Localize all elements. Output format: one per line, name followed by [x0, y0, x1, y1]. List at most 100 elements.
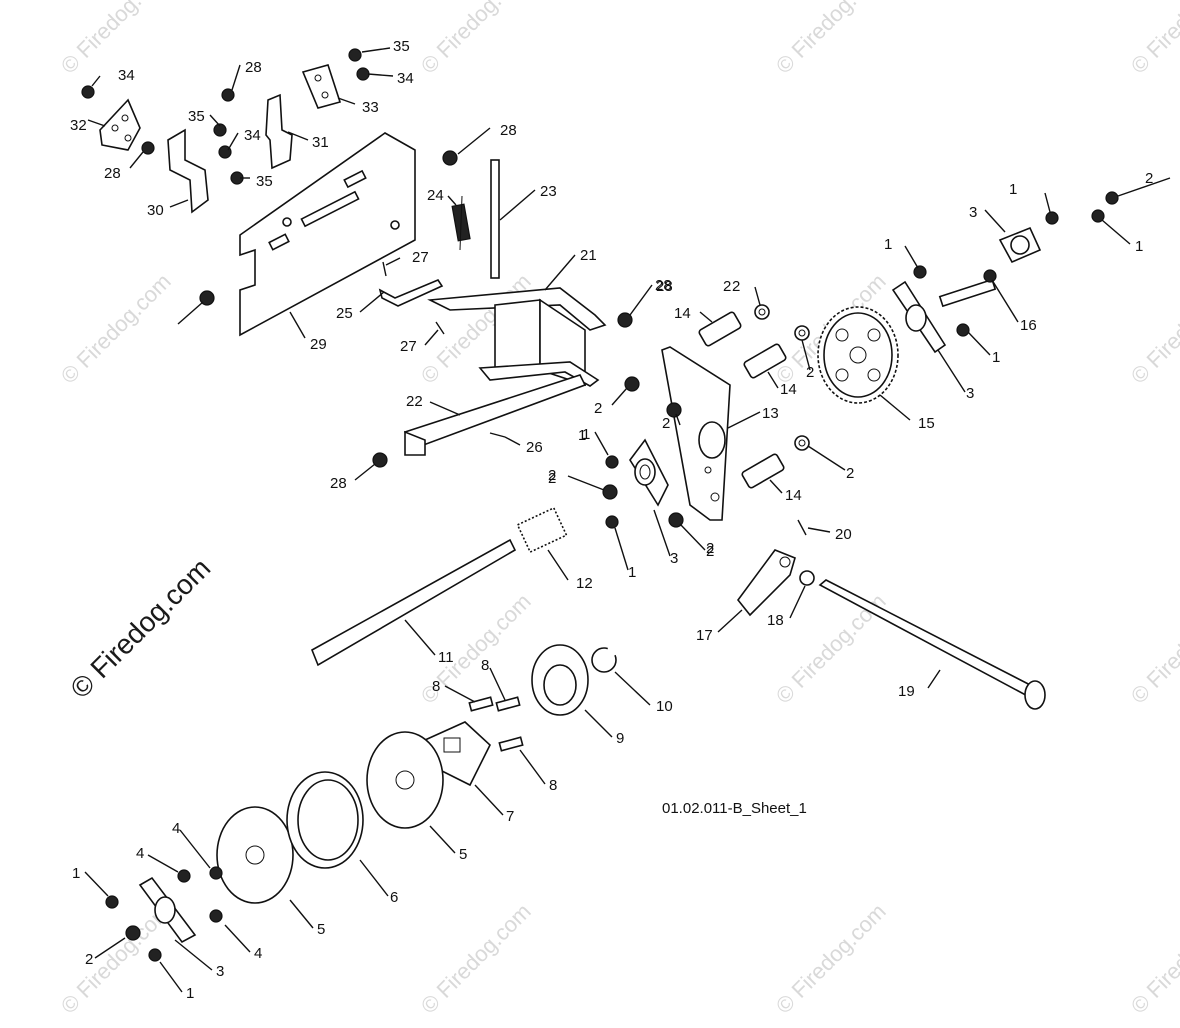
callout-label: 26 — [526, 439, 543, 456]
callout-label: 6 — [390, 889, 398, 906]
callout-label: 2 — [662, 415, 670, 432]
callout-label: 5 — [459, 846, 467, 863]
callout-label: 1 — [1135, 238, 1143, 255]
callout-label: 34 — [244, 127, 261, 144]
callout-label: 9 — [616, 730, 624, 747]
leader-lines — [84, 47, 1171, 993]
callout-label: 34 — [118, 67, 135, 84]
watermark: © Firedog.com — [416, 0, 536, 79]
bearing-plate-3b-drawing — [891, 280, 947, 354]
callout-label: 7 — [506, 808, 514, 825]
plate-13-drawing — [661, 346, 731, 521]
watermark: © Firedog.com — [416, 899, 536, 1019]
callout-label: 2 — [806, 364, 814, 381]
callout-label: 28 — [104, 165, 121, 182]
callout-label: 13 — [762, 405, 779, 422]
watermark: © Firedog.com — [1126, 589, 1180, 709]
clip-10-drawing — [591, 647, 617, 673]
callout-label: 18 — [767, 612, 784, 629]
callout-label: 12 — [576, 575, 593, 592]
callout-label: 1 — [186, 985, 194, 1002]
callout-label: 3 — [216, 963, 224, 980]
spring-24-drawing — [451, 195, 471, 251]
callout-label: 31 — [312, 134, 329, 151]
disc-5b-drawing — [216, 806, 294, 904]
callout-label: 3 — [966, 385, 974, 402]
callout-label: 5 — [317, 921, 325, 938]
callout-label: 1 — [578, 427, 586, 444]
callout-label: 2 — [732, 278, 740, 295]
callout-label: 2 — [706, 543, 714, 560]
gear-15-drawing — [817, 306, 899, 404]
flange-3c-drawing — [138, 876, 197, 944]
bolt-28-drawing — [617, 312, 633, 328]
callout-label: 17 — [696, 627, 713, 644]
callout-label: 2 — [85, 951, 93, 968]
pin-27-b-drawing — [435, 321, 445, 335]
callout-label: 34 — [397, 70, 414, 87]
callout-label: 19 — [898, 683, 915, 700]
callout-label: 29 — [310, 336, 327, 353]
flange-3-drawing — [998, 226, 1042, 264]
callout-label: 2 — [594, 400, 602, 417]
watermark: © Firedog.com — [56, 269, 176, 389]
callout-label: 4 — [172, 820, 180, 837]
callout-label: 20 — [835, 526, 852, 543]
pin-20-drawing — [797, 519, 807, 536]
callout-label: 1 — [992, 349, 1000, 366]
callout-label: 2 — [1145, 170, 1153, 187]
watermark: © Firedog.com — [771, 899, 891, 1019]
bracket-31-drawing — [265, 93, 293, 170]
nuts-lower-left — [105, 866, 223, 962]
sheet-label: 01.02.011-B_Sheet_1 — [662, 800, 807, 817]
callout-label: 1 — [884, 236, 892, 253]
callout-label: 8 — [549, 777, 557, 794]
callout-label: 27 — [400, 338, 417, 355]
bolt-28-drawing — [372, 452, 388, 468]
spacers-14-drawing — [698, 311, 787, 489]
callout-label: 4 — [254, 945, 262, 962]
callout-label: 14 — [780, 381, 797, 398]
callout-label: 23 — [540, 183, 557, 200]
callout-label: 32 — [70, 117, 87, 134]
callout-label: 1 — [582, 426, 590, 443]
shaft-11-drawing — [310, 538, 517, 667]
callout-label: 14 — [785, 487, 802, 504]
callout-label: 28 — [656, 278, 673, 295]
callout-label: 14 — [674, 305, 691, 322]
arm-17-drawing — [736, 549, 796, 617]
callout-label: 3 — [670, 550, 678, 567]
callout-label: 15 — [918, 415, 935, 432]
callout-label: 4 — [136, 845, 144, 862]
shaft-16-drawing — [938, 269, 997, 308]
plate-29-drawing — [239, 132, 416, 337]
callout-label: 27 — [412, 249, 429, 266]
plate-33-drawing — [301, 64, 342, 109]
callout-label: 2 — [548, 470, 556, 487]
callout-label: 3 — [969, 204, 977, 221]
callout-label: 35 — [188, 108, 205, 125]
watermark: © Firedog.com — [56, 0, 176, 79]
plate-32-drawing — [99, 98, 141, 151]
pulley-6-drawing — [286, 771, 364, 869]
parts-layer — [81, 48, 1119, 962]
callout-label: 8 — [432, 678, 440, 695]
callout-label: 28 — [245, 59, 262, 76]
linkage-21-drawing — [427, 287, 607, 387]
bar-22-drawing — [404, 374, 587, 456]
callout-label: 25 — [336, 305, 353, 322]
callout-label: 22 — [406, 393, 423, 410]
callout-label: 1 — [628, 564, 636, 581]
callout-label: 24 — [427, 187, 444, 204]
callout-label: 35 — [393, 38, 410, 55]
nuts-right — [913, 191, 1119, 337]
pin-27-a-drawing — [382, 261, 387, 277]
callout-label: 8 — [481, 657, 489, 674]
nuts-center — [602, 376, 684, 529]
pin-26-drawing — [489, 432, 506, 438]
shaft-19-drawing — [818, 579, 1046, 710]
callout-label: 28 — [330, 475, 347, 492]
callout-label: 2 — [723, 278, 731, 295]
rod-25-drawing — [378, 279, 444, 307]
